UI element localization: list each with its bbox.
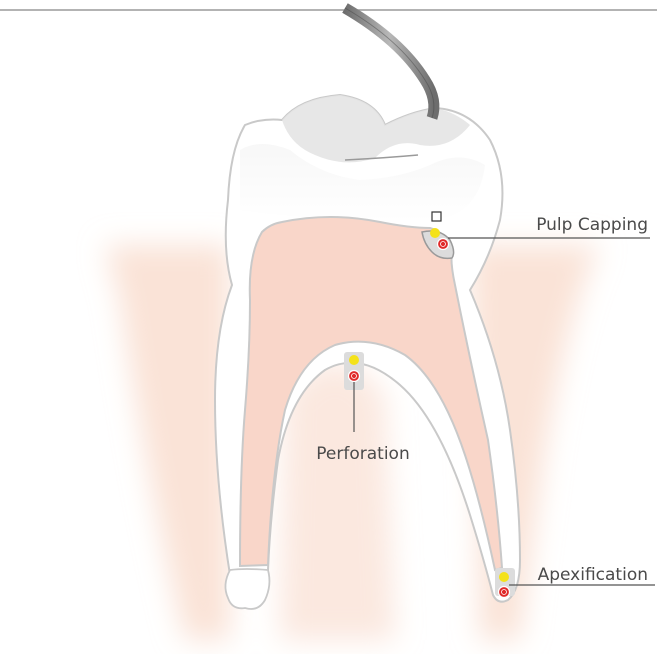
apexification-label: Apexification <box>538 565 648 585</box>
pulp-capping-label: Pulp Capping <box>536 215 648 235</box>
pulp-capping-yellow-marker <box>430 228 440 238</box>
perforation-yellow-marker <box>349 355 359 365</box>
pulp-capping-red-marker <box>438 239 449 250</box>
left-root-tip <box>225 569 269 609</box>
apexification-yellow-marker <box>499 572 509 582</box>
apexification-red-marker <box>499 587 510 598</box>
perforation-red-marker <box>349 371 360 382</box>
square-marker <box>432 212 441 221</box>
perforation-label: Perforation <box>316 444 409 464</box>
